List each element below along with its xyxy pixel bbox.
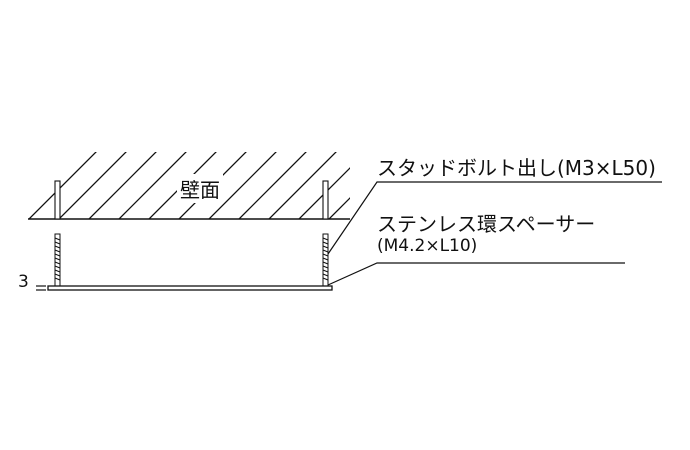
stud-bolt-left	[54, 180, 61, 220]
panel-plate	[47, 285, 333, 291]
stud-bolt-leader	[327, 181, 662, 255]
wall-label: 壁面	[177, 174, 223, 203]
stud-bolt-right	[322, 180, 329, 220]
stud-bolt-label: スタッドボルト出し(M3×L50)	[377, 156, 656, 180]
spacer-leader	[327, 262, 625, 286]
spacer-name-label: ステンレス環スペーサー	[377, 212, 596, 236]
spacer-right	[322, 233, 329, 287]
spacer-left	[54, 233, 61, 287]
thickness-dimension-tick	[36, 285, 46, 291]
thickness-dimension-label: 3	[18, 272, 29, 292]
spacer-size-label: (M4.2×L10)	[377, 236, 478, 256]
